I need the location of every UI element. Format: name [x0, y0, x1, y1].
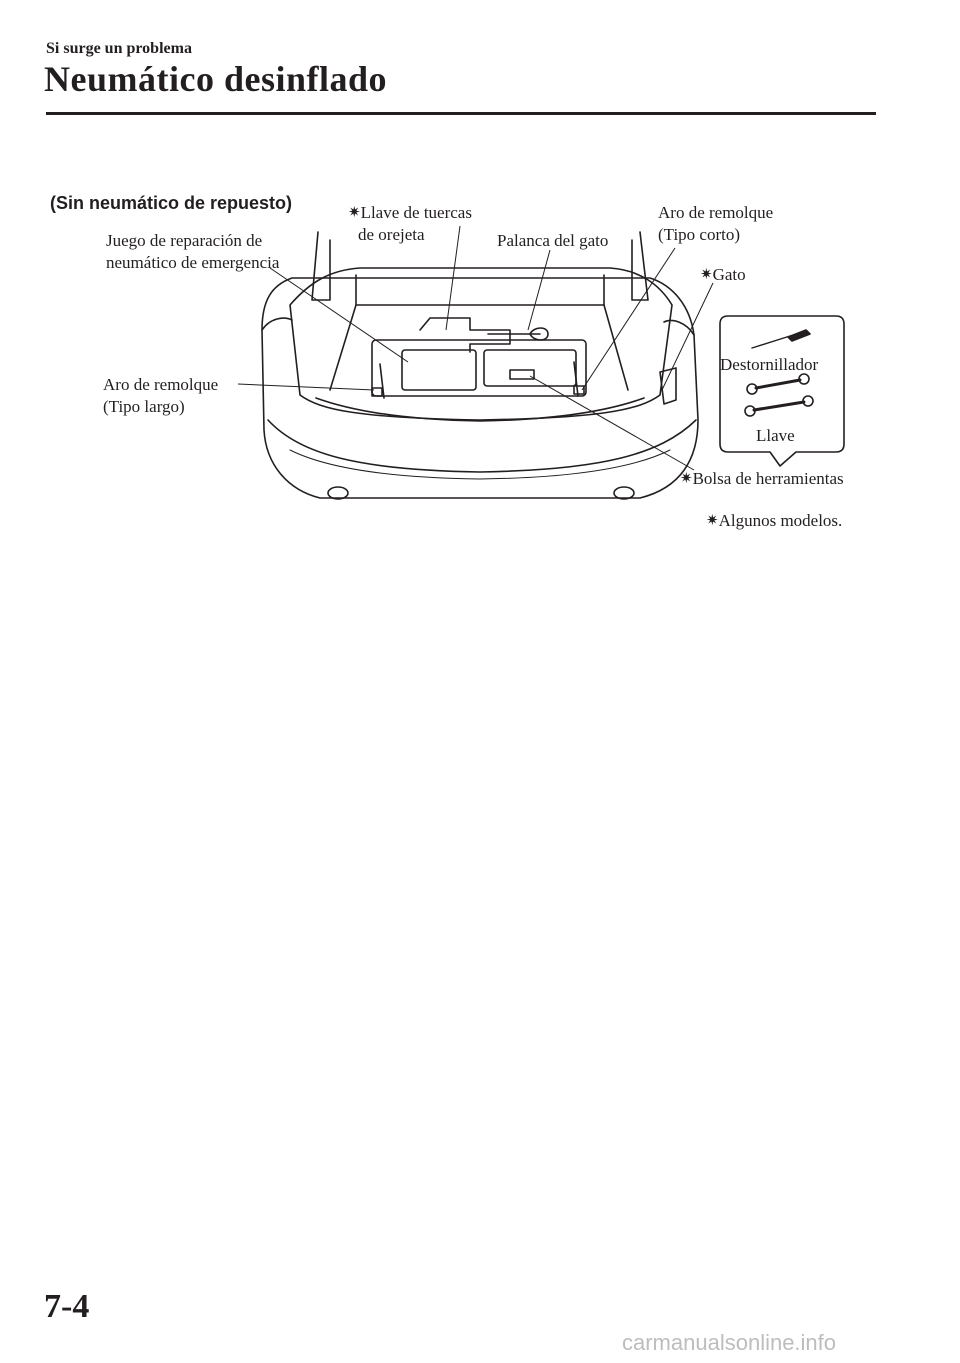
label-llave: Llave — [756, 426, 795, 445]
label-gato: ✷Gato — [700, 265, 746, 284]
label-palanca-gato: Palanca del gato — [497, 231, 609, 250]
trunk-illustration — [237, 225, 845, 500]
page-number: 7-4 — [44, 1288, 90, 1325]
asterisk-icon: ✷ — [348, 205, 361, 221]
label-bolsa-herramientas: ✷Bolsa de herramientas — [680, 469, 844, 488]
asterisk-icon: ✷ — [700, 267, 713, 283]
label-aro-remolque-largo: Aro de remolque (Tipo largo) — [103, 375, 219, 416]
note-algunos-modelos: ✷Algunos modelos. — [706, 511, 843, 530]
section-header: Si surge un problema — [46, 40, 192, 57]
page-title: Neumático desinflado — [44, 59, 387, 99]
asterisk-icon: ✷ — [680, 471, 693, 487]
label-llave-tuercas: ✷Llave de tuercas de orejeta — [348, 203, 472, 244]
label-juego-reparacion: Juego de reparación de neumático de emer… — [106, 231, 280, 272]
title-rule — [46, 112, 876, 115]
asterisk-icon: ✷ — [706, 513, 719, 529]
figure-subheading: (Sin neumático de repuesto) — [50, 193, 293, 213]
watermark: carmanualsonline.info — [622, 1330, 837, 1355]
label-destornillador: Destornillador — [720, 355, 819, 374]
label-aro-remolque-corto: Aro de remolque (Tipo corto) — [658, 203, 774, 244]
